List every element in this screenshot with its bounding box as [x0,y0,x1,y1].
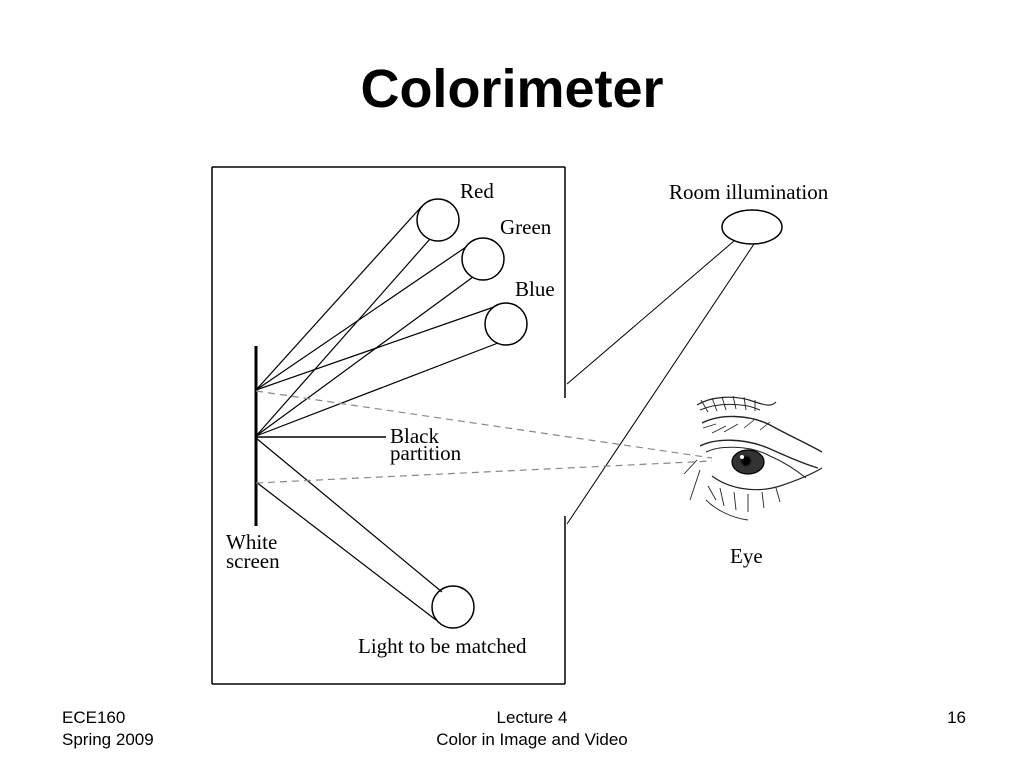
room-illumination-source [721,209,783,245]
label-light-to-be-matched: Light to be matched [358,634,527,658]
label-black-partition-line2: partition [390,441,462,465]
light-to-be-matched-source [431,585,475,629]
red-light-source [416,198,460,242]
label-white-screen-line2: screen [226,549,280,573]
room-illumination-beams [566,240,755,525]
label-room-illumination: Room illumination [669,180,829,204]
footer-lecture-title: Color in Image and Video [436,730,628,749]
lines-of-sight [255,390,713,484]
test-light-beams [255,437,443,621]
label-eye: Eye [730,544,763,568]
enclosure-box [211,166,566,685]
slide-title: Colorimeter [360,59,664,119]
footer-course: ECE160 [62,708,126,727]
primary-light-beams [255,205,499,437]
blue-light-source [484,302,528,346]
footer-course-info: ECE160 Spring 2009 [62,707,154,751]
footer-term: Spring 2009 [62,730,154,749]
label-white-screen-line1: White [226,530,277,554]
label-blue: Blue [515,277,555,301]
label-green: Green [500,215,552,239]
label-red: Red [460,179,494,203]
footer-lecture-info: Lecture 4 Color in Image and Video [362,707,702,751]
footer-lecture: Lecture 4 [496,708,568,727]
eye-icon [683,395,823,521]
page-number: 16 [947,708,966,727]
footer-page-number: 16 [947,707,966,729]
green-light-source [461,237,505,281]
label-black-partition-line1: Black [390,424,439,448]
